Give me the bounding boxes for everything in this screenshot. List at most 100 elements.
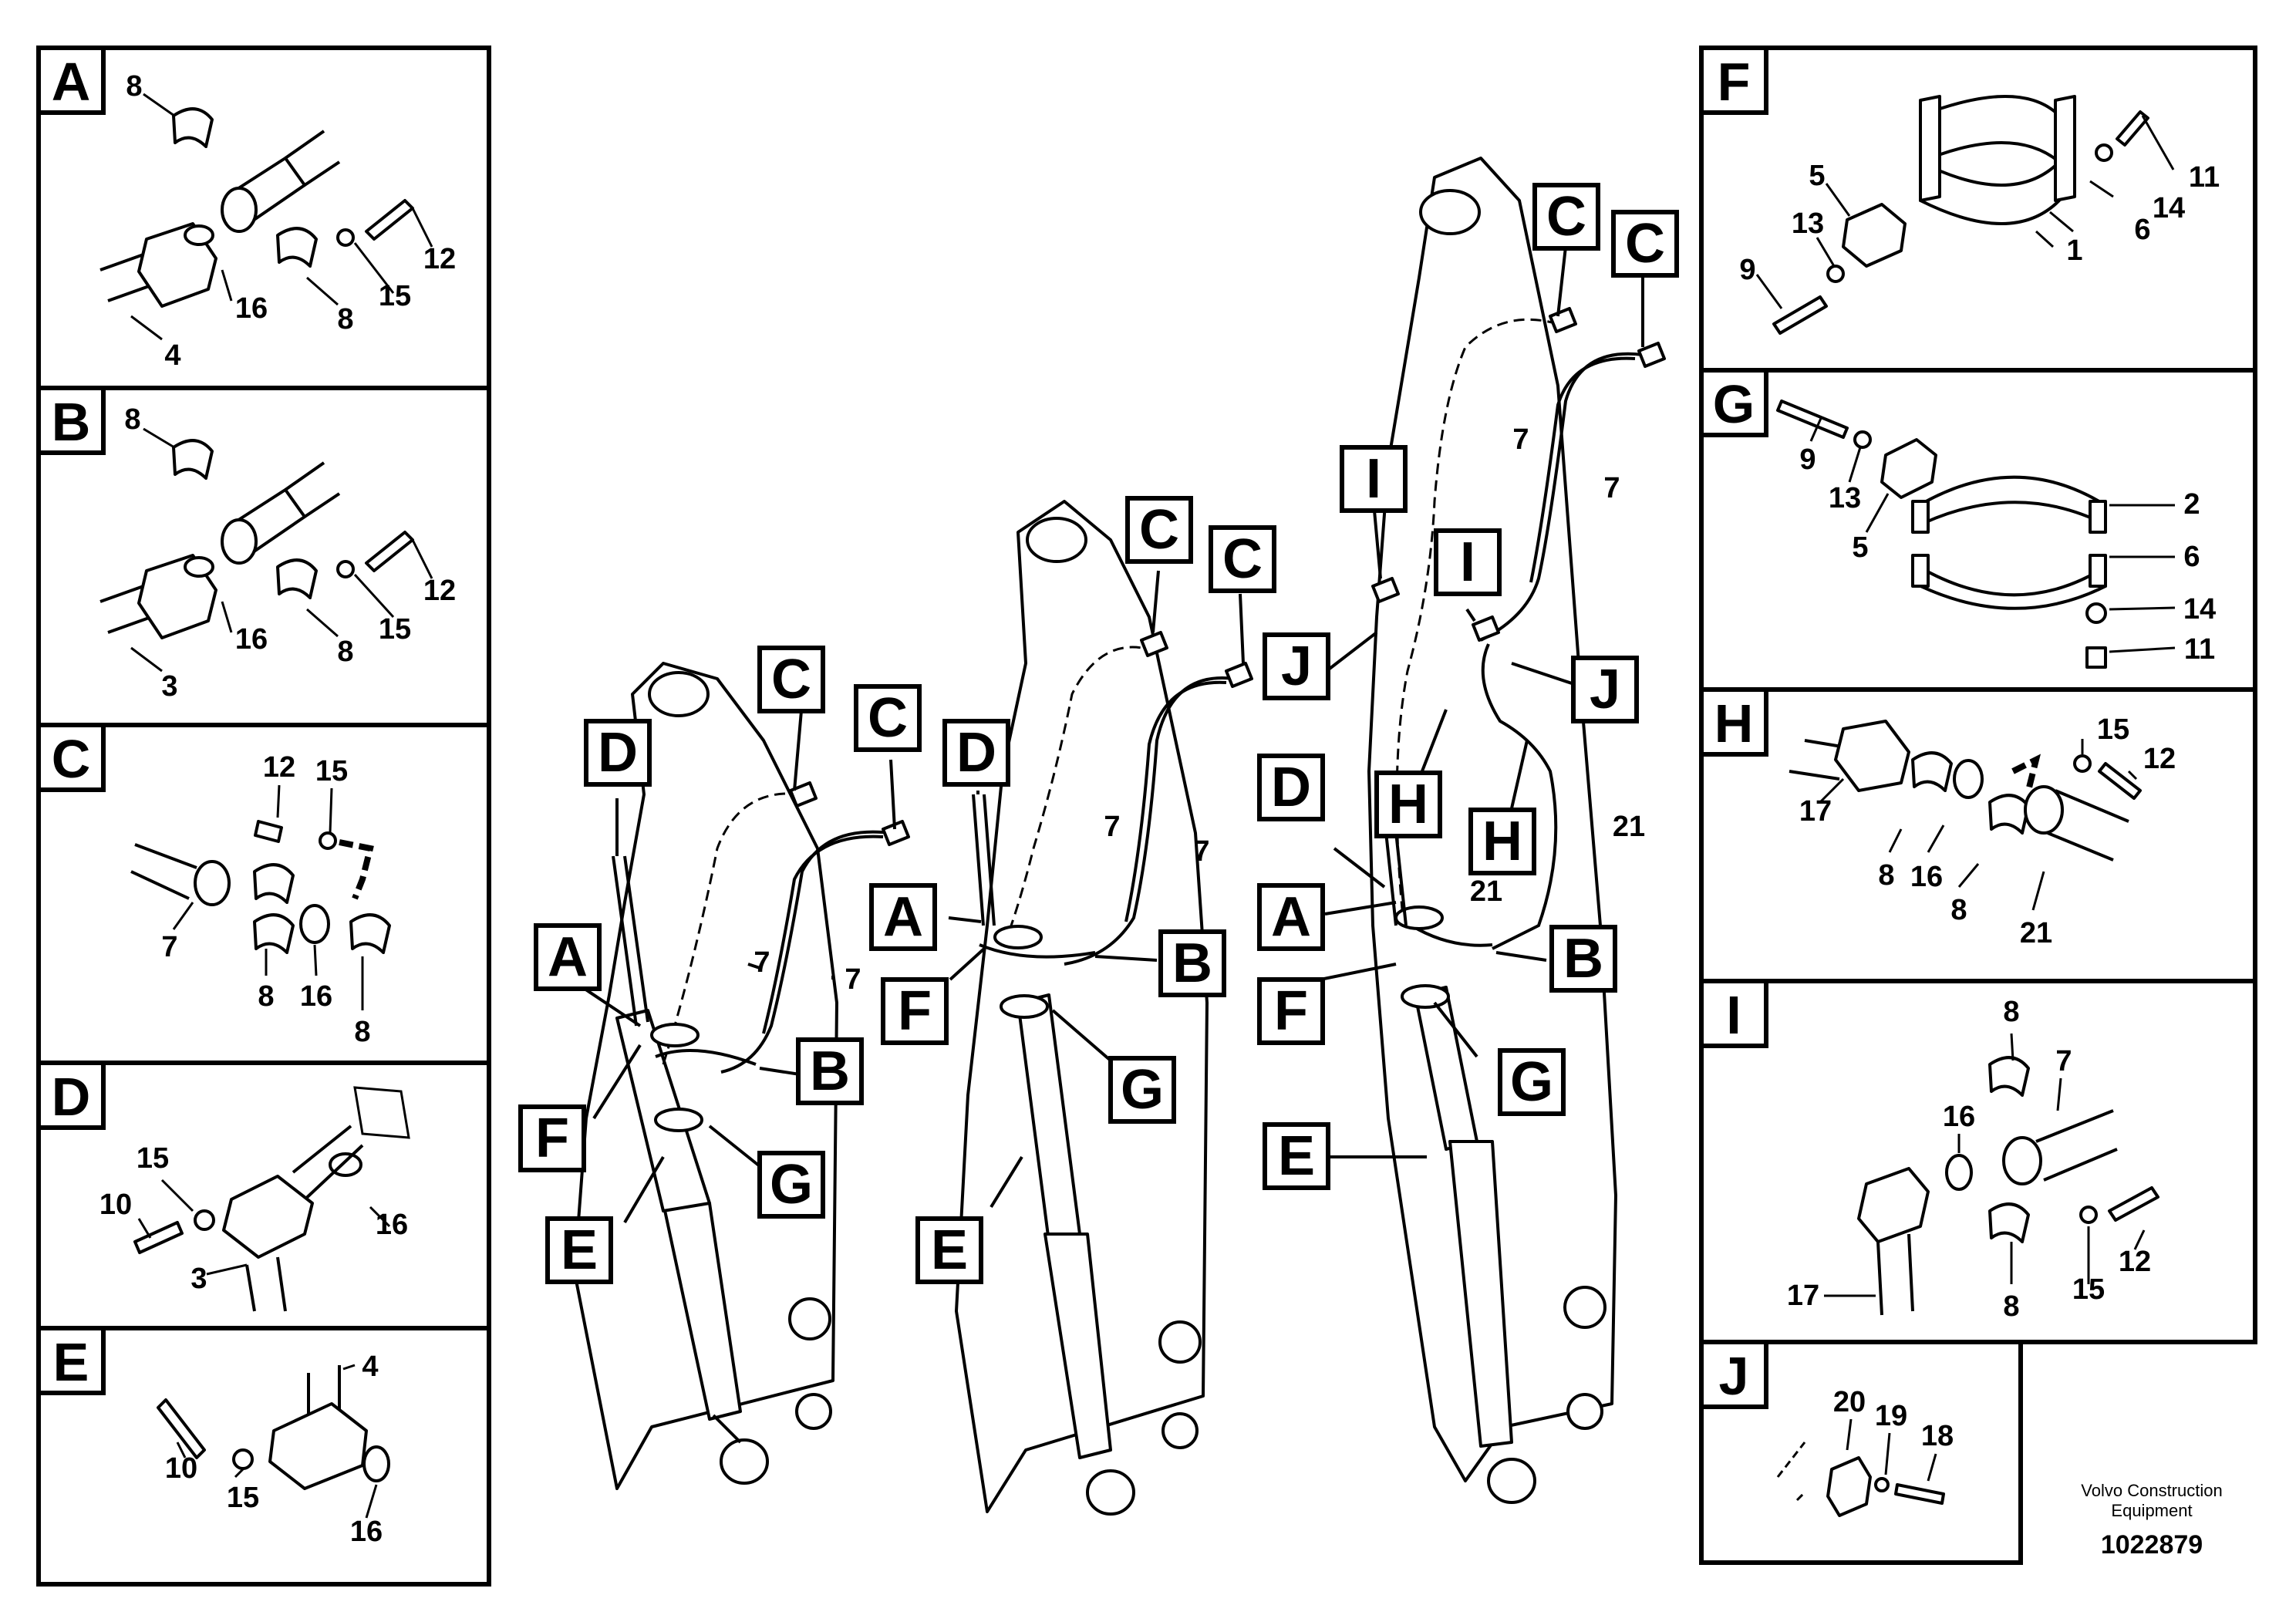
panel-h-label-4: 8 [1950,894,1967,926]
panel-h-label-5: 15 [2097,713,2129,746]
panel-g-label-2: 13 [1829,482,1861,514]
boom3-callout-3: I [1366,448,1381,510]
panel-j-label-3: 18 [1921,1420,1954,1452]
panel-g-label-1: 9 [1799,443,1816,476]
document-number: 1022879 [2101,1530,2203,1560]
panel-h-label-7: 21 [2020,917,2052,949]
panel-h-label-3: 16 [1910,861,1943,893]
panel-j-letter: J [1719,1346,1749,1406]
panel-e-label-2: 10 [165,1452,197,1485]
panel-b-label-5: 12 [423,575,456,607]
boom2-callout-1: C [1139,499,1179,561]
boom2-callout-3: D [956,722,996,784]
panel-b-letter: B [52,392,91,452]
boom-assembly-2: C C D A B F G E 7 7 [869,496,1276,1516]
boom-assembly-3: C C I I J J H H D A F B G E 7 7 21 21 [1257,157,1679,1504]
panel-f-label-1: 5 [1809,160,1825,192]
boom1-callout-1: D [598,722,638,784]
panel-f-label-3: 9 [1739,254,1755,286]
boom3-callout-7: H [1388,774,1428,835]
panel-g-label-7: 11 [2184,633,2215,666]
panel-i-letter: I [1726,985,1741,1045]
panel-a-label-2: 16 [235,292,268,325]
panel-e-letter: E [53,1332,89,1392]
panel-f-label-5: 6 [2134,214,2150,246]
panel-e-label-3: 15 [227,1482,259,1514]
brand-line-2: Equipment [2111,1501,2192,1520]
boom2-callout-2: C [1222,528,1263,590]
panel-g-label-5: 6 [2183,541,2200,573]
boom3-hose-label-2: 7 [1603,472,1620,504]
panel-j-label-2: 19 [1875,1400,1907,1432]
panel-f-label-7: 11 [2189,161,2220,194]
panel-i-label-1: 8 [2003,996,2019,1028]
panel-i-label-3: 16 [1943,1101,1975,1133]
panel-i-label-5: 8 [2003,1290,2019,1323]
detail-panel-c: C 12 15 7 8 16 8 [36,723,491,1065]
panel-h-label-2: 8 [1878,859,1894,892]
boom1-callout-7: G [770,1154,813,1216]
boom3-callout-12: B [1563,928,1603,990]
boom2-callout-8: E [931,1219,968,1281]
boom2-hose-label-1: 7 [1104,811,1120,843]
panel-g-label-4: 2 [2183,488,2200,521]
boom2-hose-label-2: 7 [1193,835,1209,868]
panel-a-letter: A [52,52,91,112]
boom1-callout-5: F [535,1108,569,1169]
panel-b-label-3: 8 [337,636,353,668]
panel-a-label-6: 4 [164,339,180,372]
panel-c-label-4: 8 [258,980,274,1013]
panel-c-label-3: 7 [161,931,177,963]
detail-panel-h: H 17 8 16 8 15 12 21 [1699,687,2257,983]
panel-h-label-6: 12 [2143,743,2176,775]
panel-b-label-4: 15 [379,613,411,646]
boom3-callout-11: F [1274,980,1308,1042]
panel-e-label-4: 16 [350,1516,383,1548]
detail-panel-d: D 15 10 3 16 [36,1061,491,1330]
panel-c-label-6: 8 [354,1016,370,1048]
boom1-hose-label-1: 7 [754,946,770,979]
panel-g-label-3: 5 [1852,531,1868,564]
panel-c-label-2: 15 [315,755,348,787]
panel-c-letter: C [52,729,91,789]
panel-c-label-1: 12 [263,751,295,784]
panel-d-label-1: 15 [137,1142,169,1175]
boom3-callout-14: E [1278,1125,1315,1187]
panel-a-label-1: 8 [126,70,142,103]
detail-panel-e: E 4 10 15 16 [36,1326,491,1587]
panel-a-label-5: 12 [423,243,456,275]
panel-e-label-1: 4 [362,1351,378,1383]
panel-b-label-1: 8 [124,403,140,436]
boom2-callout-4: A [883,886,923,948]
panel-f-letter: F [1718,52,1751,112]
boom2-callout-6: F [898,980,932,1042]
panel-i-label-6: 15 [2072,1273,2105,1306]
boom1-callout-4: A [548,926,588,988]
panel-d-label-3: 3 [190,1263,207,1295]
boom3-callout-6: J [1590,659,1620,720]
panel-h-letter: H [1714,693,1754,754]
detail-panel-g: G 9 13 5 2 6 14 11 [1699,368,2257,692]
boom3-callout-8: H [1482,811,1522,872]
boom2-callout-5: B [1172,932,1212,994]
boom3-callout-5: J [1281,636,1312,697]
boom3-hose-label-1: 7 [1512,423,1529,456]
panel-f-label-4: 1 [2066,234,2082,267]
panel-a-label-3: 8 [337,303,353,336]
boom3-hose-label-4: 21 [1470,875,1502,908]
panel-i-label-4: 17 [1787,1280,1819,1312]
boom2-callout-7: G [1121,1059,1164,1121]
panel-f-label-2: 13 [1792,207,1824,240]
boom1-callout-3: C [868,687,908,749]
panel-h-label-1: 17 [1799,795,1832,828]
panel-g-label-6: 14 [2183,593,2216,626]
panel-b-label-2: 16 [235,623,268,656]
detail-panel-f: F 5 13 9 1 6 14 11 [1699,46,2257,373]
panel-d-label-2: 10 [99,1189,132,1221]
detail-panel-j: J 20 19 18 [1699,1340,2023,1565]
boom3-hose-label-3: 21 [1613,811,1645,843]
boom1-callout-6: B [810,1040,850,1102]
boom3-callout-9: D [1271,757,1311,818]
boom3-callout-4: I [1460,531,1475,593]
